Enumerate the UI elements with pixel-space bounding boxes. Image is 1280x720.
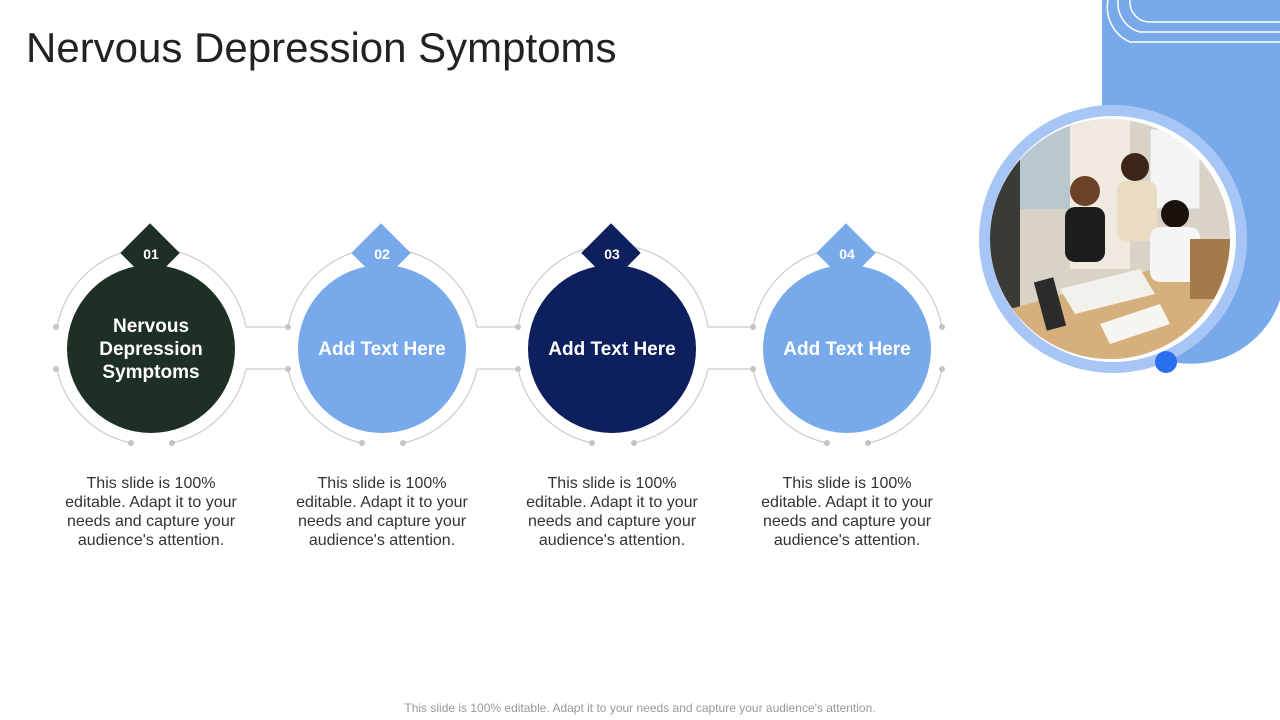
step-circle: Add Text Here (298, 265, 466, 433)
footer-note: This slide is 100% editable. Adapt it to… (404, 701, 876, 715)
step-description-03: This slide is 100% editable. Adapt it to… (526, 475, 698, 549)
step-circle: Nervous Depression Symptoms (67, 265, 235, 433)
step-label: Nervous Depression Symptoms (99, 315, 203, 383)
step-label: Add Text Here (783, 338, 911, 360)
team-photo-image (990, 119, 1230, 359)
corner-arcs (1106, 0, 1280, 43)
step-circle: Add Text Here (763, 265, 931, 433)
step-card-04: 04 Add Text Here (737, 220, 957, 460)
step-number-badge: 03 (581, 223, 641, 283)
step-number: 02 (374, 246, 390, 262)
step-label: Add Text Here (318, 338, 446, 360)
step-card-02: 02 Add Text Here (272, 220, 492, 460)
step-connectors (246, 326, 753, 370)
step-card-01: 01 Nervous Depression Symptoms (41, 220, 261, 460)
step-card-03: 03 Add Text Here (502, 220, 722, 460)
page-title: Nervous Depression Symptoms (26, 24, 617, 71)
step-number: 04 (839, 246, 855, 262)
step-number-badge: 04 (816, 223, 876, 283)
ring-dots (53, 324, 945, 446)
step-number-badge: 02 (351, 223, 411, 283)
step-number-badge: 01 (120, 223, 180, 283)
step-description-04: This slide is 100% editable. Adapt it to… (761, 475, 933, 549)
step-label: Add Text Here (548, 338, 676, 360)
step-number: 03 (604, 246, 620, 262)
step-description-01: This slide is 100% editable. Adapt it to… (65, 475, 237, 549)
step-number: 01 (143, 246, 159, 262)
step-description-02: This slide is 100% editable. Adapt it to… (296, 475, 468, 549)
team-photo (990, 119, 1230, 359)
step-circle: Add Text Here (528, 265, 696, 433)
